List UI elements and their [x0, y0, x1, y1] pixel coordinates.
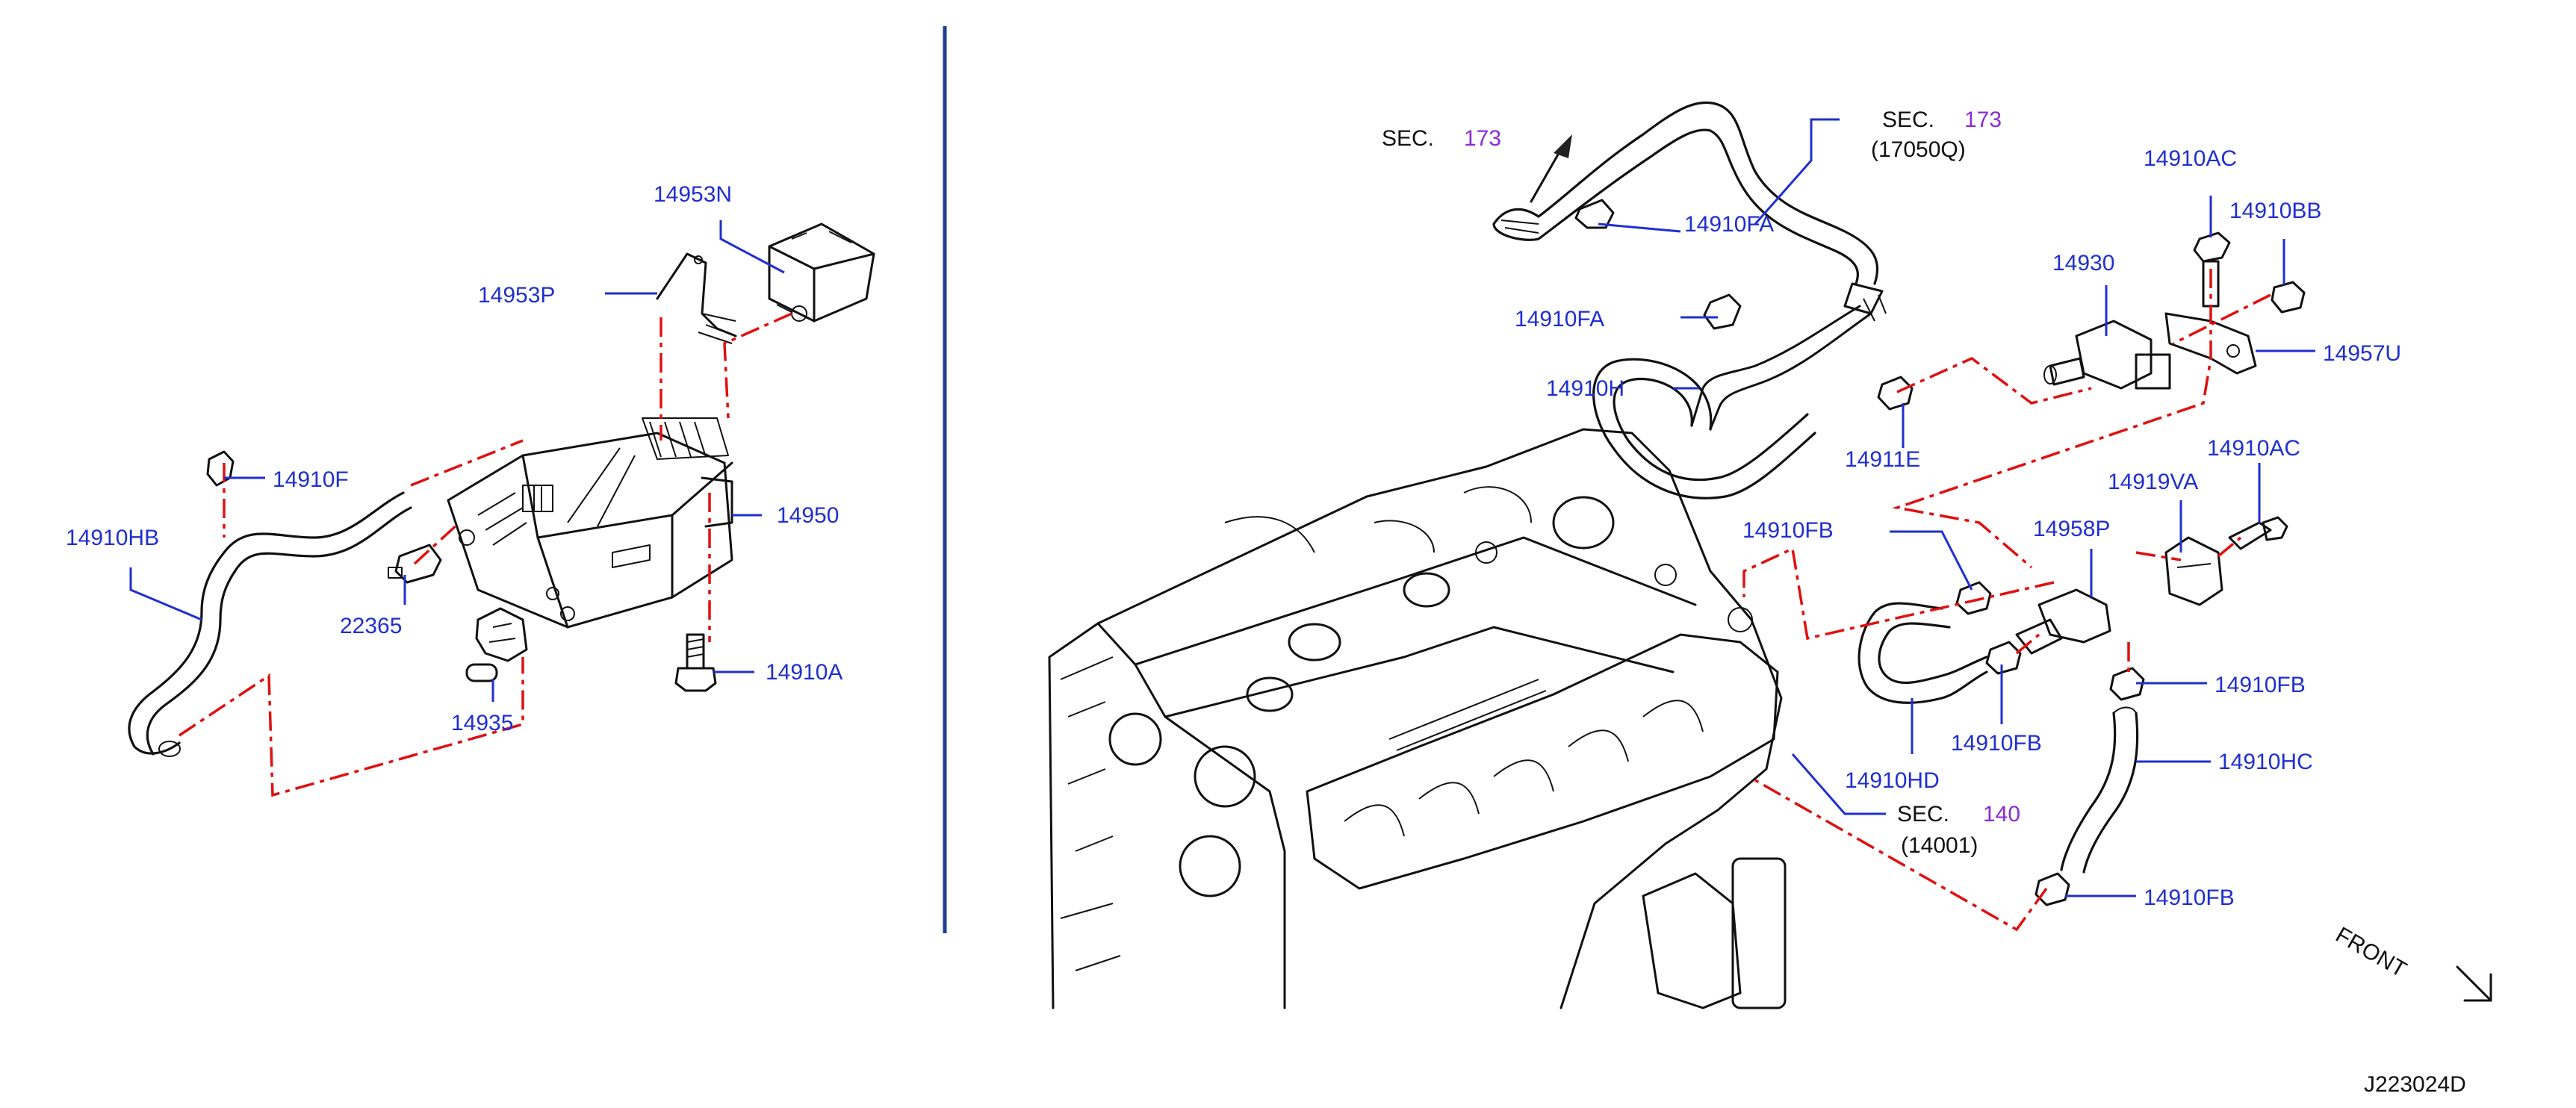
engine-block-drawing [1048, 428, 1787, 1009]
part-label-14957U: 14957U [2323, 341, 2401, 366]
bracket-14957U-drawing [2164, 312, 2257, 375]
canister-hose-drawing [128, 491, 412, 757]
part-label-14935: 14935 [451, 711, 513, 735]
section-reference-173-b: SEC. 173 (17050Q) [1871, 108, 2002, 162]
part-label-14930: 14930 [2052, 251, 2114, 276]
section-number: 173 [1964, 108, 2002, 132]
part-label-14910BB: 14910BB [2229, 199, 2321, 223]
purge-valve-drawing [2043, 320, 2171, 390]
section-subpart: (14001) [1901, 833, 1978, 858]
part-label-14910F: 14910F [273, 467, 349, 492]
canister-filter-drawing [768, 222, 875, 323]
section-reference-140: SEC. 140 (14001) [1897, 802, 2020, 858]
clip-14910FA-drawing [1574, 199, 1742, 330]
section-subpart: (17050Q) [1871, 137, 1966, 162]
left-connection-lines [179, 312, 792, 797]
pressure-sensor-drawing [388, 544, 442, 584]
part-label-14958P: 14958P [2033, 517, 2110, 541]
part-label-14910HC: 14910HC [2218, 750, 2313, 774]
part-label-14910AC: 14910AC [2144, 146, 2237, 171]
vent-valve-drawing [465, 607, 528, 682]
part-label-14953N: 14953N [654, 182, 732, 207]
clamp-14910FB-drawing [1955, 581, 2145, 906]
front-label: FRONT [2332, 922, 2411, 982]
connector-14958P-drawing [2015, 588, 2111, 655]
section-number: 140 [1983, 802, 2020, 827]
part-label-22365: 22365 [340, 614, 402, 638]
section-reference-173-a: SEC. 173 [1382, 126, 1501, 151]
right-leader-lines [1598, 118, 2315, 897]
part-label-14910FA: 14910FA [1515, 307, 1604, 332]
left-leader-lines [129, 220, 785, 702]
part-label-14910FA: 14910FA [1684, 212, 1774, 237]
valve-14919VA-drawing [2164, 536, 2223, 606]
part-label-14910HD: 14910HD [1845, 768, 1940, 793]
hose-14910HC-drawing [2060, 706, 2139, 874]
part-label-14910FB: 14910FB [2144, 886, 2235, 910]
part-label-14910H: 14910H [1546, 376, 1624, 401]
part-label-14910A: 14910A [766, 660, 842, 685]
part-label-14911E: 14911E [1845, 447, 1920, 472]
part-label-14910HB: 14910HB [66, 526, 159, 550]
section-prefix: SEC. [1382, 126, 1434, 151]
hose-14910HD-drawing [1857, 602, 1988, 704]
nut-14910BB-drawing [2271, 281, 2306, 314]
bolt-14910AC-lower-drawing [2228, 516, 2288, 550]
part-label-14910AC: 14910AC [2207, 436, 2300, 461]
section-number: 173 [1464, 126, 1501, 151]
section-prefix: SEC. [1897, 802, 1949, 827]
canister-assembly [128, 222, 875, 797]
drawing-number: J223024D [2364, 1072, 2466, 1097]
part-label-14953P: 14953P [478, 283, 555, 308]
bolt-drawing [674, 633, 717, 692]
canister-bracket-drawing [656, 252, 737, 344]
part-label-14910FB: 14910FB [1951, 731, 2042, 756]
clamp-14911E-drawing [1877, 376, 1914, 411]
upper-purge-hose-drawing [1492, 101, 1887, 431]
part-label-14910FB: 14910FB [1742, 518, 1834, 543]
hose-clip-drawing [206, 450, 235, 487]
front-direction-arrow [2456, 965, 2492, 1002]
evap-canister-drawing [447, 417, 733, 629]
part-label-14910FB: 14910FB [2215, 673, 2306, 697]
part-label-14919VA: 14919VA [2108, 470, 2198, 494]
section-prefix: SEC. [1882, 108, 1934, 132]
part-label-14950: 14950 [777, 503, 839, 528]
hose-14910H-drawing [1592, 358, 1816, 499]
right-connection-lines [1742, 269, 2271, 932]
